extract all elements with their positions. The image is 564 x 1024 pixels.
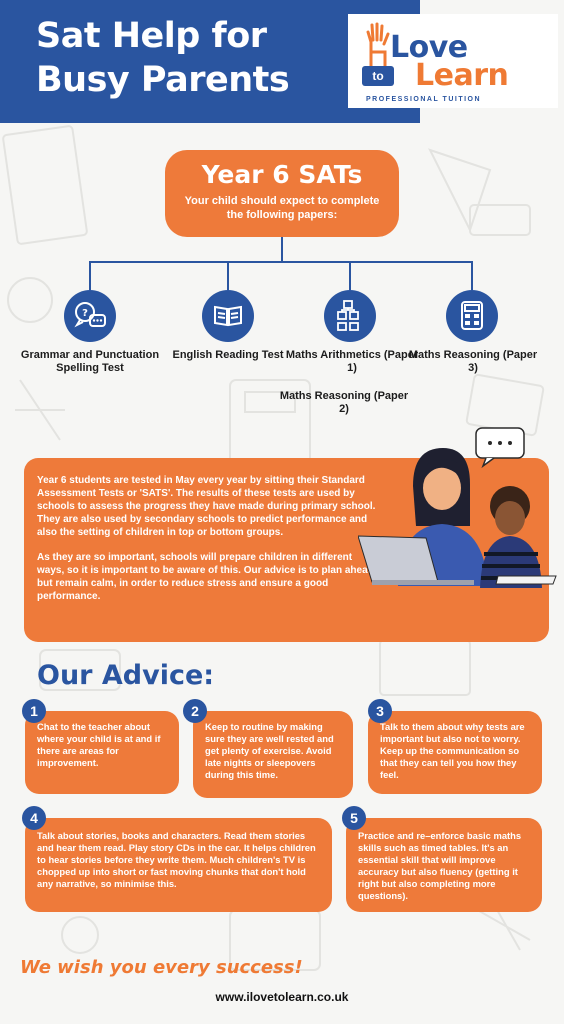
- advice-card-3: Talk to them about why tests are importa…: [368, 711, 542, 794]
- advice-text-4: Talk about stories, books and characters…: [37, 830, 316, 889]
- paper-label-grammar: Grammar and Punctuation Spelling Test: [20, 349, 160, 374]
- advice-text-5: Practice and re–enforce basic maths skil…: [358, 830, 522, 901]
- paper-label-reasoning-3: Maths Reasoning (Paper 3): [408, 349, 538, 374]
- header-banner: [0, 0, 564, 123]
- logo-word-to: to: [362, 66, 394, 86]
- advice-card-4: Talk about stories, books and characters…: [25, 818, 332, 912]
- closing-message: We wish you every success!: [20, 957, 303, 978]
- paper-connector-lines: [89, 237, 473, 290]
- paper-icon-arithmetic: [324, 290, 376, 342]
- speech-bubbles-icon: ?: [74, 302, 106, 328]
- sats-summary-box: Year 6 SATs Your child should expect to …: [165, 150, 399, 237]
- sats-subtitle: Your child should expect to complete the…: [184, 195, 380, 221]
- logo-word-love: Love: [390, 30, 468, 65]
- advice-text-2: Keep to routine by making sure they are …: [205, 721, 334, 780]
- calculator-icon: [461, 301, 483, 330]
- flowchart-icon: [337, 300, 359, 331]
- svg-text:?: ?: [82, 308, 88, 319]
- open-book-icon: [214, 305, 242, 327]
- advice-text-3: Talk to them about why tests are importa…: [380, 721, 525, 780]
- paper-icon-grammar: ?: [64, 290, 116, 342]
- advice-card-2: Keep to routine by making sure they are …: [193, 711, 353, 798]
- advice-number-4: 4: [22, 806, 46, 830]
- advice-number-1: 1: [22, 699, 46, 723]
- paper-label-arithmetic: Maths Arithmetics (Paper 1): [285, 349, 419, 374]
- advice-number-2: 2: [183, 699, 207, 723]
- parent-and-child-illustration: [358, 427, 557, 588]
- page-title: Sat Help for Busy Parents: [36, 14, 290, 102]
- paper-label-reasoning-2: Maths Reasoning (Paper 2): [279, 390, 409, 415]
- advice-number-3: 3: [368, 699, 392, 723]
- logo-tagline: PROFESSIONAL TUITION: [366, 96, 482, 103]
- advice-title: Our Advice:: [37, 660, 215, 691]
- sats-title: Year 6 SATs: [201, 160, 363, 189]
- info-paragraph-2: As they are so important, schools will p…: [37, 552, 374, 602]
- paper-icon-reasoning: [446, 290, 498, 342]
- logo-word-learn: Learn: [415, 58, 509, 93]
- page-title-line1: Sat Help for: [36, 16, 267, 56]
- info-paragraph-1: Year 6 students are tested in May every …: [37, 475, 376, 538]
- paper-label-reading: English Reading Test: [172, 349, 284, 361]
- raised-hand-icon: [366, 22, 390, 66]
- info-text: Year 6 students are tested in May every …: [37, 474, 377, 615]
- advice-text-1: Chat to the teacher about where your chi…: [37, 721, 161, 768]
- advice-card-1: Chat to the teacher about where your chi…: [25, 711, 179, 794]
- advice-card-5: Practice and re–enforce basic maths skil…: [346, 818, 542, 912]
- page-title-line2: Busy Parents: [36, 60, 290, 100]
- advice-number-5: 5: [342, 806, 366, 830]
- website-link[interactable]: www.ilovetolearn.co.uk: [215, 990, 349, 1004]
- paper-icon-reading: [202, 290, 254, 342]
